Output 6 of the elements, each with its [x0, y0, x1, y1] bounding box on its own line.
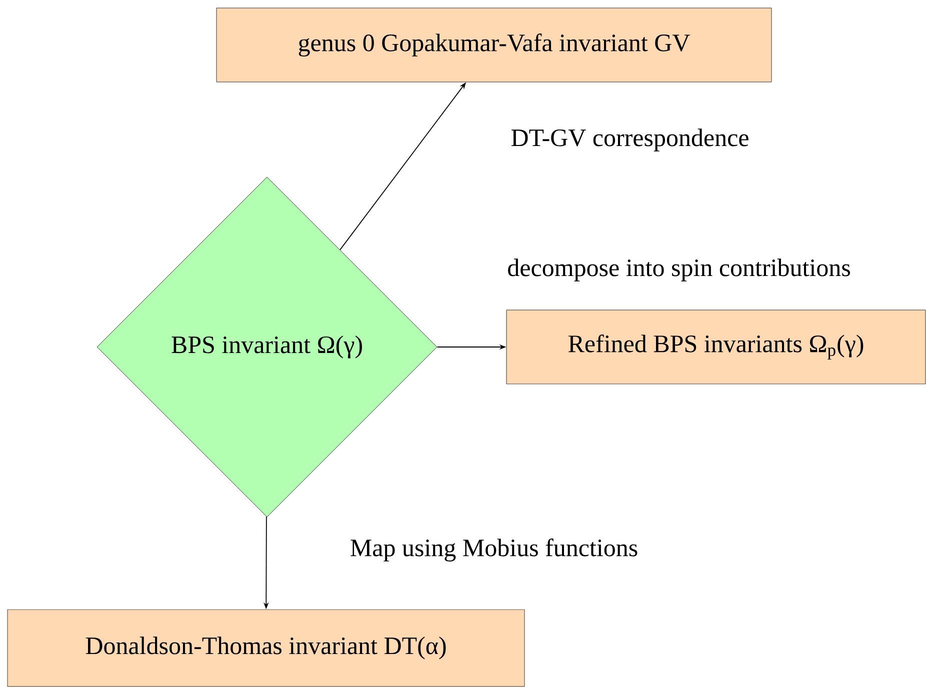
edge-label: Map using Mobius functions: [348, 538, 640, 562]
edge-label: DT-GV correspondence: [510, 128, 750, 152]
process-box: Donaldson-Thomas invariant DT(α): [7, 609, 525, 687]
process-box: genus 0 Gopakumar-Vafa invariant GV: [216, 8, 772, 82]
edge-label: decompose into spin contributions: [506, 258, 852, 282]
process-box: Refined BPS invariants Ω$_{p}$(γ): [506, 310, 926, 384]
